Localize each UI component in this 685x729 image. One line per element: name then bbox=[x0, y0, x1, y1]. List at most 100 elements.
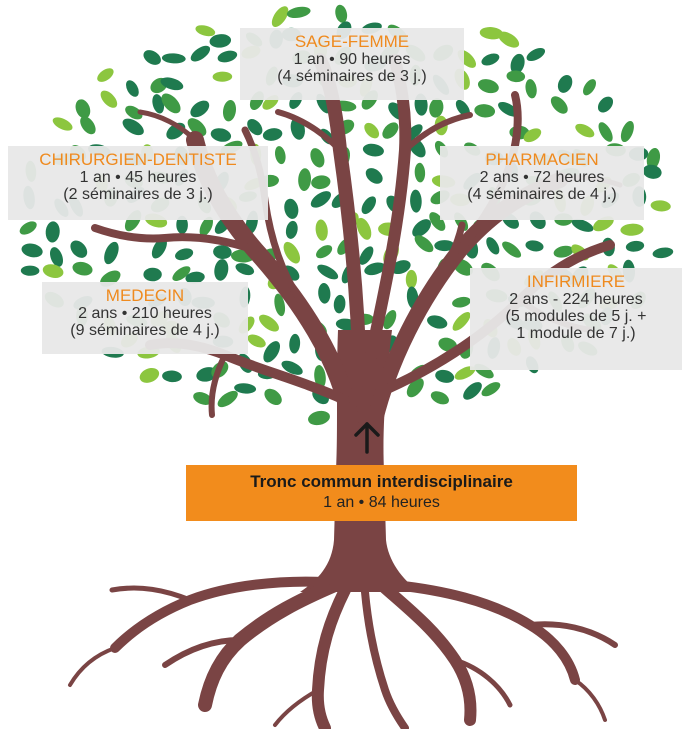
leaf bbox=[195, 25, 216, 37]
leaf bbox=[122, 118, 144, 136]
leaf bbox=[463, 382, 482, 400]
leaf bbox=[382, 122, 399, 139]
leaf bbox=[525, 79, 537, 99]
node-detail: (4 séminaires de 3 j.) bbox=[277, 68, 427, 85]
arrow-up-icon bbox=[354, 422, 380, 454]
leaf bbox=[620, 223, 644, 236]
leaf bbox=[21, 243, 43, 258]
leaf bbox=[474, 104, 496, 118]
leaf bbox=[502, 241, 522, 258]
leaf bbox=[410, 189, 422, 213]
leaf bbox=[212, 71, 233, 82]
leaf bbox=[364, 122, 380, 139]
leaf bbox=[593, 216, 614, 232]
leaf bbox=[308, 410, 330, 426]
leaf bbox=[234, 383, 257, 394]
leaf bbox=[455, 99, 470, 117]
leaf bbox=[598, 122, 613, 142]
leaf bbox=[333, 294, 346, 314]
leaf bbox=[274, 293, 286, 317]
leaf bbox=[498, 31, 520, 48]
leaf bbox=[526, 47, 546, 62]
node-duration: 2 ans • 210 heures bbox=[78, 305, 212, 322]
leaf bbox=[553, 245, 574, 258]
root bbox=[573, 678, 607, 722]
leaf bbox=[510, 53, 525, 74]
leaf bbox=[143, 267, 162, 282]
leaf bbox=[318, 283, 331, 304]
node-duration: 2 ans - 224 heures bbox=[509, 291, 643, 308]
leaf bbox=[285, 220, 298, 239]
leaf bbox=[126, 80, 139, 97]
leaf bbox=[452, 312, 471, 331]
leaf bbox=[583, 79, 596, 96]
leaf bbox=[75, 99, 91, 119]
leaf bbox=[281, 360, 303, 375]
leaf bbox=[42, 264, 64, 278]
node-duration: 1 an • 90 heures bbox=[293, 51, 411, 68]
leaf bbox=[486, 237, 500, 255]
trunk bbox=[300, 330, 420, 592]
leaf bbox=[390, 260, 411, 275]
leaf bbox=[498, 101, 519, 117]
root bbox=[68, 646, 117, 687]
leaf bbox=[310, 148, 325, 168]
leaf bbox=[642, 164, 662, 179]
leaf bbox=[315, 219, 328, 241]
leaf bbox=[50, 247, 63, 267]
root bbox=[452, 657, 513, 708]
leaf bbox=[185, 271, 205, 284]
leaf bbox=[262, 128, 283, 141]
node-infirmiere: INFIRMIERE 2 ans - 224 heures (5 modules… bbox=[470, 268, 682, 370]
leaf bbox=[19, 221, 37, 235]
leaf bbox=[152, 94, 165, 114]
leaf bbox=[289, 333, 301, 354]
leaf bbox=[284, 198, 299, 219]
leaf bbox=[286, 6, 311, 19]
root bbox=[162, 637, 243, 668]
branch bbox=[402, 112, 473, 153]
branch bbox=[275, 109, 343, 153]
leaf bbox=[217, 50, 238, 63]
node-title: MEDECIN bbox=[105, 286, 185, 305]
leaf bbox=[365, 168, 383, 184]
leaf bbox=[193, 392, 212, 405]
node-title: INFIRMIERE bbox=[526, 272, 626, 291]
root bbox=[110, 576, 330, 653]
leaf bbox=[161, 53, 186, 64]
leaf bbox=[434, 240, 455, 252]
leaf bbox=[264, 388, 282, 406]
leaf bbox=[405, 269, 418, 289]
leaf bbox=[175, 248, 194, 261]
leaf bbox=[310, 191, 332, 208]
leaf bbox=[311, 175, 331, 190]
leaf bbox=[52, 117, 73, 131]
node-duration: 2 ans • 72 heures bbox=[479, 169, 605, 186]
node-duration: 1 an • 45 heures bbox=[79, 169, 197, 186]
trunk-label: Tronc commun interdisciplinaire 1 an • 8… bbox=[186, 465, 577, 521]
node-detail-2: 1 module de 7 j.) bbox=[516, 325, 636, 342]
leaf bbox=[190, 45, 211, 62]
node-detail: (2 séminaires de 3 j.) bbox=[63, 186, 213, 203]
leaf bbox=[414, 235, 434, 253]
leaf bbox=[275, 146, 286, 165]
node-medecin: MEDECIN 2 ans • 210 heures (9 séminaires… bbox=[42, 282, 248, 354]
leaf bbox=[214, 259, 229, 281]
leaf bbox=[100, 90, 118, 108]
leaf bbox=[571, 218, 594, 232]
trunk-subtitle: 1 an • 84 heures bbox=[323, 494, 440, 511]
leaf bbox=[650, 200, 671, 212]
leaf bbox=[597, 96, 614, 113]
leaf bbox=[271, 6, 289, 28]
leaf bbox=[263, 341, 281, 363]
leaf bbox=[620, 120, 634, 143]
leaf bbox=[452, 296, 471, 308]
leaf bbox=[429, 212, 446, 231]
leaf bbox=[481, 53, 500, 66]
leaf bbox=[652, 247, 674, 259]
leaf bbox=[176, 215, 188, 234]
leaf bbox=[477, 79, 499, 94]
leaf bbox=[506, 70, 526, 83]
leaf bbox=[125, 105, 143, 120]
leaf bbox=[430, 391, 449, 405]
